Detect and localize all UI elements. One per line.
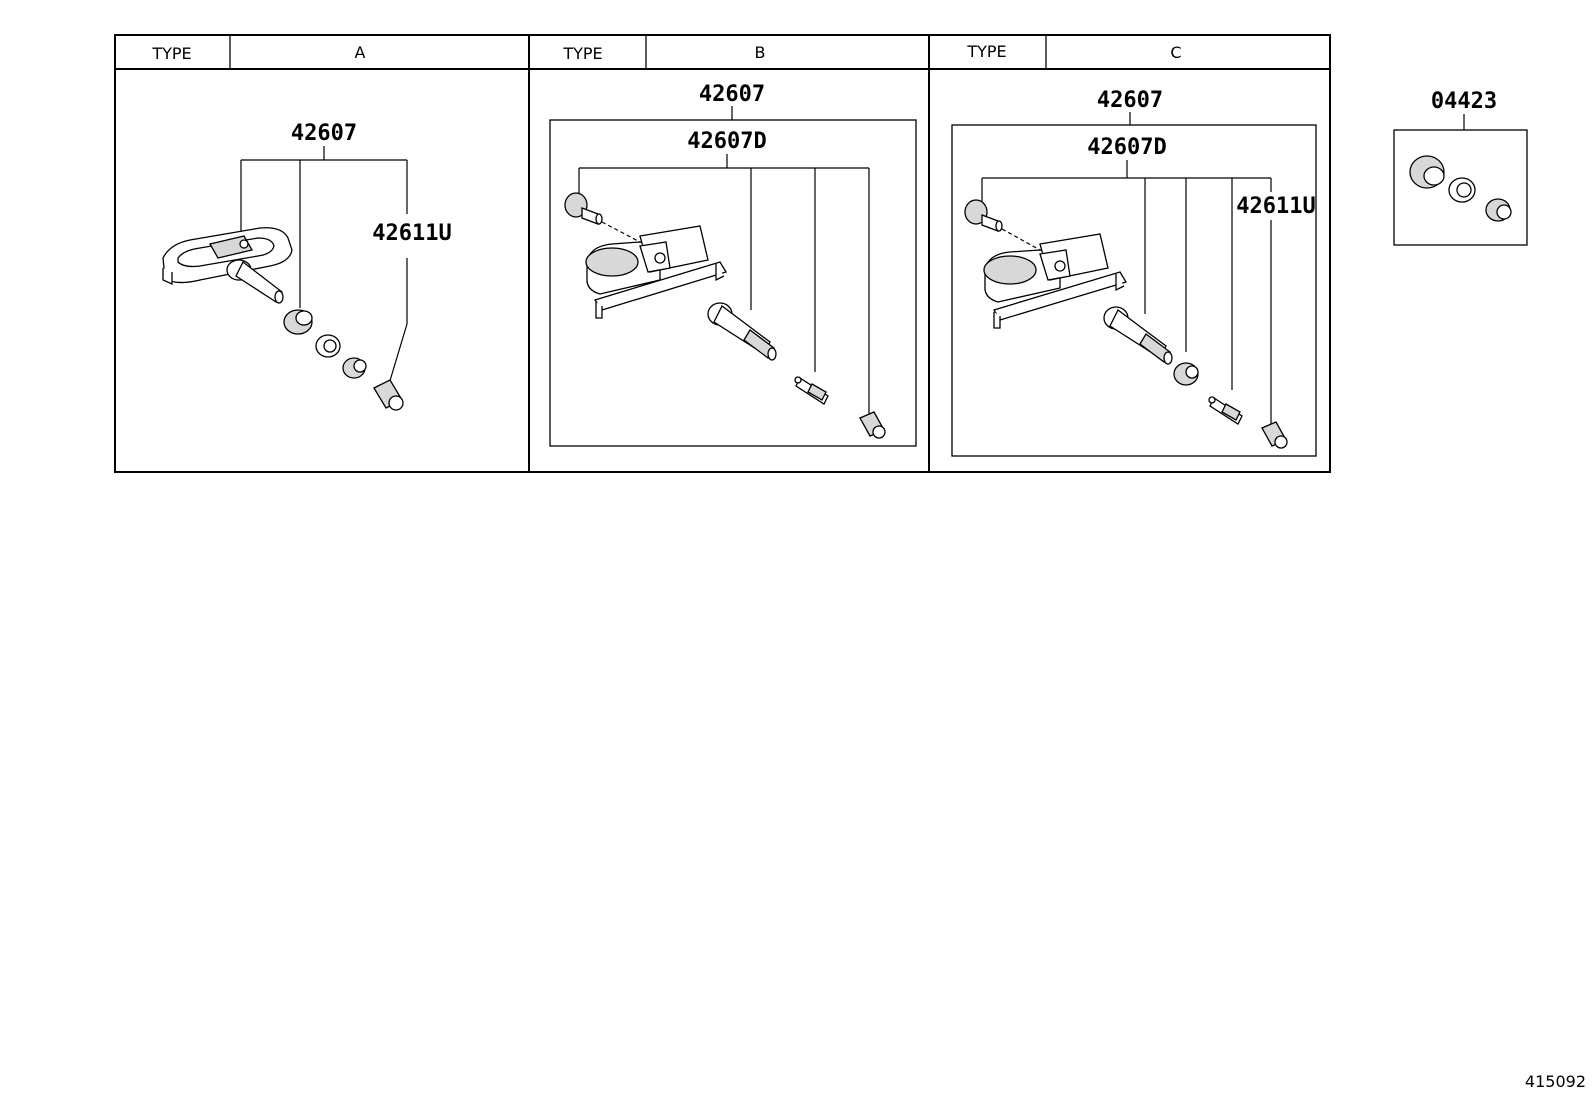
- screw-c: [964, 199, 1041, 251]
- type-value-c: C: [1170, 43, 1181, 62]
- valve-stem-b: [707, 302, 777, 361]
- leader-lines-b: [578, 154, 870, 416]
- washer-a: [315, 334, 341, 358]
- leader-lines-c: [981, 160, 1272, 426]
- nut-c: [1173, 362, 1199, 386]
- valve-core-c: [1208, 396, 1243, 425]
- part-number-42607d-c: 42607D: [1087, 135, 1166, 160]
- type-label-a: TYPE: [151, 44, 191, 63]
- valve-cap-b: [859, 411, 886, 439]
- part-number-04423: 04423: [1431, 89, 1497, 114]
- sub-assembly-box-c: [951, 124, 1317, 457]
- part-number-42607-b: 42607: [699, 82, 765, 107]
- screw-b: [564, 192, 641, 243]
- part-number-42611u-c: 42611U: [1236, 194, 1315, 219]
- reference-number: 415092: [1524, 1072, 1586, 1091]
- type-value-b: B: [755, 43, 766, 62]
- valve-cap-c: [1261, 421, 1288, 449]
- part-number-42611u-a: 42611U: [372, 221, 451, 246]
- type-label-b: TYPE: [562, 44, 602, 63]
- grommet-a: [283, 309, 313, 335]
- sub-assembly-box-b: [549, 119, 917, 447]
- kit-washer: [1448, 177, 1476, 203]
- kit-grommet: [1409, 155, 1445, 189]
- part-number-42607d-b: 42607D: [687, 129, 766, 154]
- valve-stem-c: [1103, 306, 1173, 365]
- part-number-42607-a: 42607: [291, 121, 357, 146]
- kit-box: [1393, 129, 1528, 246]
- sensor-body-b: [585, 225, 727, 319]
- kit-nut: [1485, 198, 1512, 222]
- nut-a: [342, 357, 367, 379]
- tpms-sensor-a: [162, 227, 293, 286]
- panel-c: 42607 42607D 42611U: [951, 88, 1317, 457]
- type-label-c: TYPE: [966, 42, 1006, 61]
- valve-core-b: [794, 376, 829, 405]
- valve-stem-a: [226, 259, 284, 304]
- panel-a: 42607 42611U: [162, 121, 452, 411]
- valve-cap-a: [373, 379, 404, 411]
- sensor-body-c: [983, 233, 1127, 329]
- part-number-42607-c: 42607: [1097, 88, 1163, 113]
- service-kit: 04423: [1393, 89, 1528, 246]
- type-value-a: A: [355, 43, 366, 62]
- panel-b: 42607 42607D: [549, 82, 917, 447]
- table-frame: [114, 34, 1331, 473]
- leader-lines-a: [240, 146, 408, 385]
